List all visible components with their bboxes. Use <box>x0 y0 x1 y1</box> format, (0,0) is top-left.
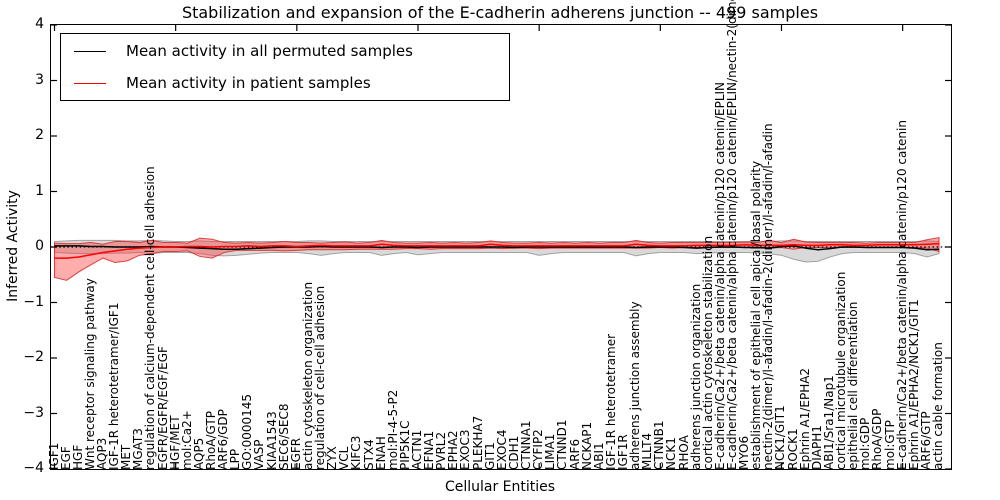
y-tick-label: 0 <box>35 238 44 254</box>
y-tick-label: 1 <box>35 182 44 199</box>
permuted-mean-line <box>54 245 940 251</box>
legend-label: Mean activity in patient samples <box>126 74 371 92</box>
chart-title: Stabilization and expansion of the E-cad… <box>181 3 819 22</box>
y-tick-label: −3 <box>23 404 44 421</box>
legend-row: Mean activity in patient samples <box>61 68 509 98</box>
y-tick-label: 2 <box>35 127 44 143</box>
y-tick-label: −4 <box>23 460 44 476</box>
patient-mean-line <box>54 242 940 259</box>
legend-line-black <box>74 50 106 52</box>
y-tick-label: −2 <box>23 349 44 365</box>
y-tick-label: 3 <box>35 71 44 88</box>
plot-area <box>50 24 952 470</box>
legend-row: Mean activity in all permuted samples <box>61 36 509 66</box>
patient-band <box>54 236 940 281</box>
y-tick-label: 4 <box>35 16 44 32</box>
legend-line-red <box>74 82 106 84</box>
legend: Mean activity in all permuted samples Me… <box>60 33 510 101</box>
y-tick-label: −1 <box>23 293 44 310</box>
legend-label: Mean activity in all permuted samples <box>126 42 413 60</box>
x-axis-label: Cellular Entities <box>444 479 556 495</box>
chart-canvas <box>51 25 951 469</box>
